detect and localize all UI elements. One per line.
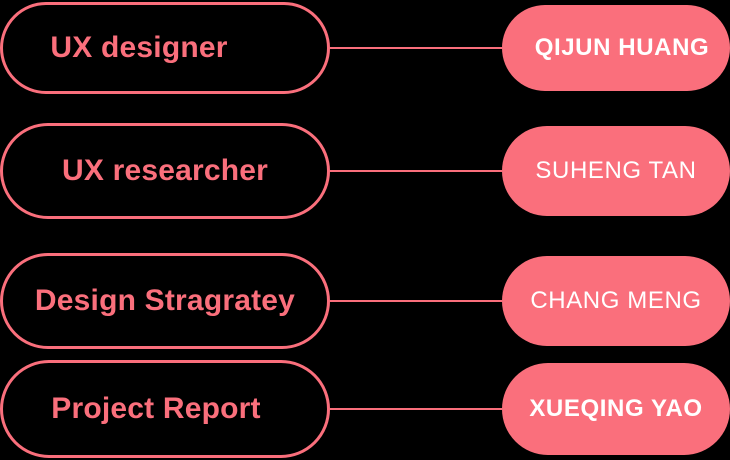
connector-line	[330, 47, 502, 49]
diagram-row-ux-designer: UX designer QIJUN HUANG	[0, 2, 730, 94]
role-label: UX researcher	[61, 154, 269, 187]
connector-line	[330, 170, 502, 172]
name-label: XUEQING YAO	[529, 394, 703, 422]
role-pill: UX researcher	[0, 123, 330, 219]
name-label: CHANG MENG	[530, 286, 702, 314]
connector-line	[330, 408, 502, 410]
diagram-row-design-strategy: Design Stragratey CHANG MENG	[0, 253, 730, 349]
role-pill: UX designer	[0, 2, 330, 94]
name-pill: CHANG MENG	[502, 255, 730, 347]
name-pill: SUHENG TAN	[502, 125, 730, 217]
name-label: QIJUN HUANG	[534, 34, 710, 61]
diagram-row-ux-researcher: UX researcher SUHENG TAN	[0, 123, 730, 219]
role-pill: Design Stragratey	[0, 253, 330, 349]
role-label: Design Stragratey	[34, 284, 296, 317]
role-pill: Project Report	[0, 360, 330, 458]
connector-line	[330, 300, 502, 302]
role-label: Project Report	[51, 392, 261, 425]
name-pill: QIJUN HUANG	[502, 4, 730, 92]
name-label: SUHENG TAN	[535, 156, 697, 184]
role-label: UX designer	[50, 31, 228, 64]
name-pill: XUEQING YAO	[502, 362, 730, 456]
diagram-row-project-report: Project Report XUEQING YAO	[0, 360, 730, 458]
